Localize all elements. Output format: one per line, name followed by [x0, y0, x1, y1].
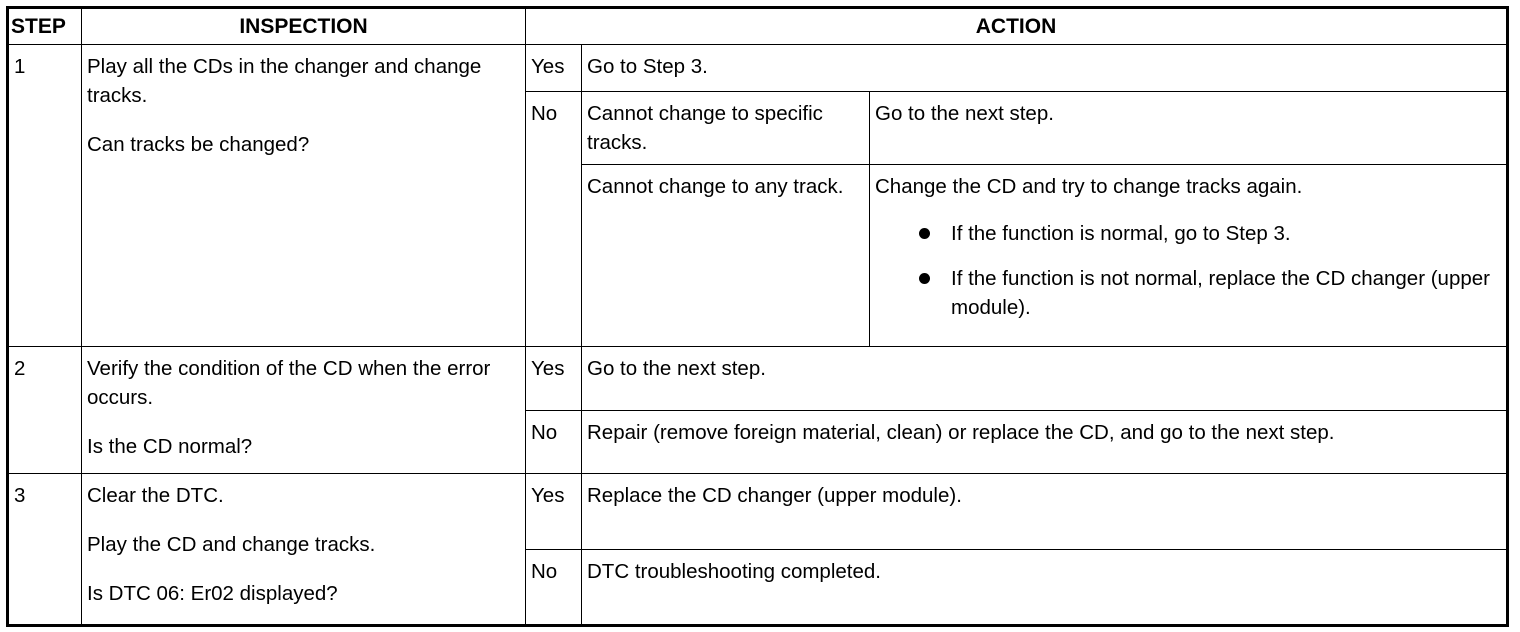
table-row: 3 Clear the DTC. Play the CD and change … [7, 473, 1509, 626]
action-header: ACTION [524, 7, 1509, 45]
step-number: 3 [7, 473, 82, 626]
table-row: Cannot change to any track. Change the C… [8, 164, 1509, 347]
action-text: Change the CD and try to change tracks a… [875, 175, 1303, 198]
action-text: DTC troubleshooting completed. [580, 549, 1509, 626]
bullet-text: If the function is normal, go to Step 3. [951, 222, 1291, 245]
troubleshooting-table: STEP INSPECTION ACTION 1 Play all the CD… [6, 6, 1510, 627]
action-text: Go to the next step. [868, 91, 1509, 165]
inspection-question: Is the CD normal? [87, 435, 253, 458]
action-text: Go to Step 3. [580, 44, 1509, 92]
answer-yes: Yes [525, 44, 582, 92]
table-row: 2 Verify the condition of the CD when th… [7, 346, 1509, 474]
list-item: If the function is not normal, replace t… [919, 264, 1501, 322]
inspection-text: Clear the DTC. [87, 484, 224, 507]
inspection-cell: Play all the CDs in the changer and chan… [81, 44, 526, 347]
table-row: No Repair (remove foreign material, clea… [8, 410, 1509, 474]
step-header: STEP [7, 7, 82, 45]
condition-text: Cannot change to specific tracks. [581, 91, 870, 165]
bullet-text: If the function is not normal, replace t… [951, 267, 1490, 319]
step-number: 2 [7, 346, 82, 474]
inspection-text: Play the CD and change tracks. [87, 533, 376, 556]
header-row: STEP INSPECTION ACTION [7, 7, 1509, 45]
action-text: Go to the next step. [580, 346, 1509, 411]
answer-yes: Yes [525, 473, 582, 550]
inspection-question: Can tracks be changed? [87, 133, 310, 156]
table-row: No DTC troubleshooting completed. [8, 549, 1509, 626]
inspection-header: INSPECTION [81, 7, 526, 45]
table-row: No Cannot change to specific tracks. Go … [8, 91, 1509, 347]
bullet-list: If the function is normal, go to Step 3.… [875, 219, 1501, 322]
inspection-question: Is DTC 06: Er02 displayed? [87, 582, 338, 605]
inspection-cell: Clear the DTC. Play the CD and change tr… [81, 473, 526, 626]
answer-yes: Yes [525, 346, 582, 411]
inspection-cell: Verify the condition of the CD when the … [81, 346, 526, 474]
table-row: 1 Play all the CDs in the changer and ch… [7, 44, 1509, 347]
bullet-icon [919, 228, 930, 239]
list-item: If the function is normal, go to Step 3. [919, 219, 1501, 248]
step-number: 1 [7, 44, 82, 347]
answer-no: No [525, 549, 582, 626]
action-cell: Change the CD and try to change tracks a… [868, 164, 1509, 347]
action-text: Repair (remove foreign material, clean) … [580, 410, 1509, 474]
answer-no: No [525, 91, 582, 347]
inspection-text: Play all the CDs in the changer and chan… [87, 55, 482, 107]
action-text: Replace the CD changer (upper module). [580, 473, 1509, 550]
answer-no: No [525, 410, 582, 474]
inspection-text: Verify the condition of the CD when the … [87, 357, 491, 409]
bullet-icon [919, 273, 930, 284]
condition-text: Cannot change to any track. [581, 164, 870, 347]
